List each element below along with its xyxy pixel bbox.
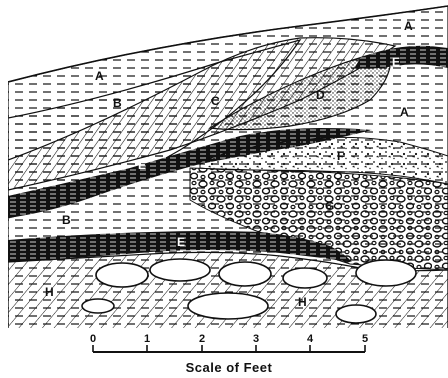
boulder	[150, 259, 210, 281]
label-e-upper: E	[392, 55, 400, 69]
boulder	[82, 299, 114, 313]
boulder	[336, 305, 376, 323]
scale-label-1: 1	[144, 333, 150, 345]
scale-bar: 0 1 2 3 4 5 Scale of Feet	[90, 333, 368, 375]
label-f: F	[337, 149, 344, 163]
strata-group	[8, 6, 448, 330]
scale-caption: Scale of Feet	[186, 360, 273, 375]
boulder	[219, 262, 271, 286]
boulder	[356, 260, 416, 286]
label-b-lower: B	[62, 213, 71, 227]
scale-label-3: 3	[253, 333, 259, 345]
label-a-left: A	[95, 69, 104, 83]
boulder	[283, 268, 327, 288]
label-h-right: H	[298, 295, 307, 309]
scale-label-2: 2	[199, 333, 205, 345]
label-a-right: A	[400, 105, 409, 119]
boulder	[188, 293, 268, 319]
boulder	[96, 263, 148, 287]
label-e-middle: E	[138, 158, 146, 172]
scale-label-5: 5	[362, 333, 368, 345]
label-g: G	[325, 199, 334, 213]
label-c: C	[211, 94, 220, 108]
label-e-lower: E	[177, 235, 185, 249]
label-a-top-right: A	[404, 19, 413, 33]
label-b-upper: B	[113, 96, 122, 110]
label-d: D	[316, 88, 325, 102]
label-h-left: H	[45, 285, 54, 299]
scale-label-0: 0	[90, 333, 96, 345]
scale-label-4: 4	[307, 333, 314, 345]
